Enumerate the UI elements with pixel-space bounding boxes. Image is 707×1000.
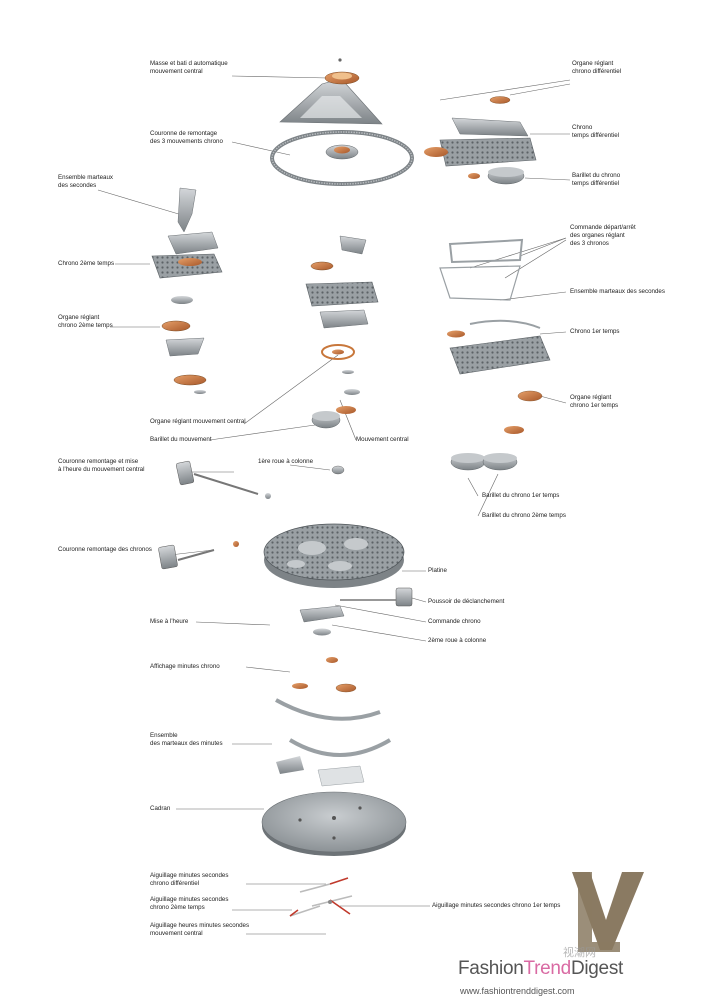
- label-chrono2: Chrono 2ème temps: [58, 260, 115, 267]
- label-roue1: 1ère roue à colonne: [258, 458, 314, 465]
- watermark-text: 视潮网: [563, 947, 596, 959]
- label-commande-chrono: Commande chrono: [428, 618, 481, 625]
- release-pusher: [340, 587, 413, 607]
- brand-name: FashionTrendDigest: [458, 958, 623, 979]
- label-mouvement-central: Mouvement central: [356, 436, 409, 443]
- label-ensemble-marteaux-r: Ensemble marteaux des secondes: [570, 288, 665, 295]
- lv-logo: [572, 872, 644, 952]
- label-couronne-chronos: Couronne remontage des chronos: [58, 546, 152, 553]
- chrono-1-assembly: [439, 238, 551, 471]
- label-organe-central: Organe réglant mouvement central: [150, 418, 246, 425]
- label-aig-1: Aiguillage minutes secondes chrono 1er t…: [432, 902, 561, 909]
- label-barillet2: Barillet du chrono 2ème temps: [482, 512, 566, 519]
- label-cadran: Cadran: [150, 805, 171, 812]
- label-platine: Platine: [428, 567, 447, 574]
- label-poussoir: Poussoir de déclanchement: [428, 598, 505, 605]
- label-chrono1: Chrono 1er temps: [570, 328, 620, 335]
- column-wheel-1: [331, 465, 345, 475]
- automatic-mass: [279, 58, 383, 125]
- winding-crown-ring: [270, 130, 414, 186]
- lower-assembly: [275, 605, 392, 787]
- label-roue2: 2ème roue à colonne: [428, 637, 487, 644]
- hands: [289, 877, 353, 917]
- winding-crown-chronos: [158, 541, 239, 570]
- label-barillet-mouvement: Barillet du mouvement: [150, 436, 212, 443]
- winding-crown-central: [175, 460, 271, 499]
- dial: [261, 791, 407, 856]
- main-plate: [263, 523, 405, 588]
- brand-url: www.fashiontrenddigest.com: [460, 986, 575, 996]
- chrono-2-assembly: [151, 187, 223, 394]
- label-barillet1: Barillet du chrono 1er temps: [482, 492, 560, 499]
- chrono-diff-assembly: [424, 96, 537, 185]
- leader-lines: [97, 75, 571, 935]
- label-affichage: Affichage minutes chrono: [150, 663, 220, 670]
- central-movement-assembly: [305, 235, 379, 429]
- label-mise-heure: Mise à l'heure: [150, 618, 189, 625]
